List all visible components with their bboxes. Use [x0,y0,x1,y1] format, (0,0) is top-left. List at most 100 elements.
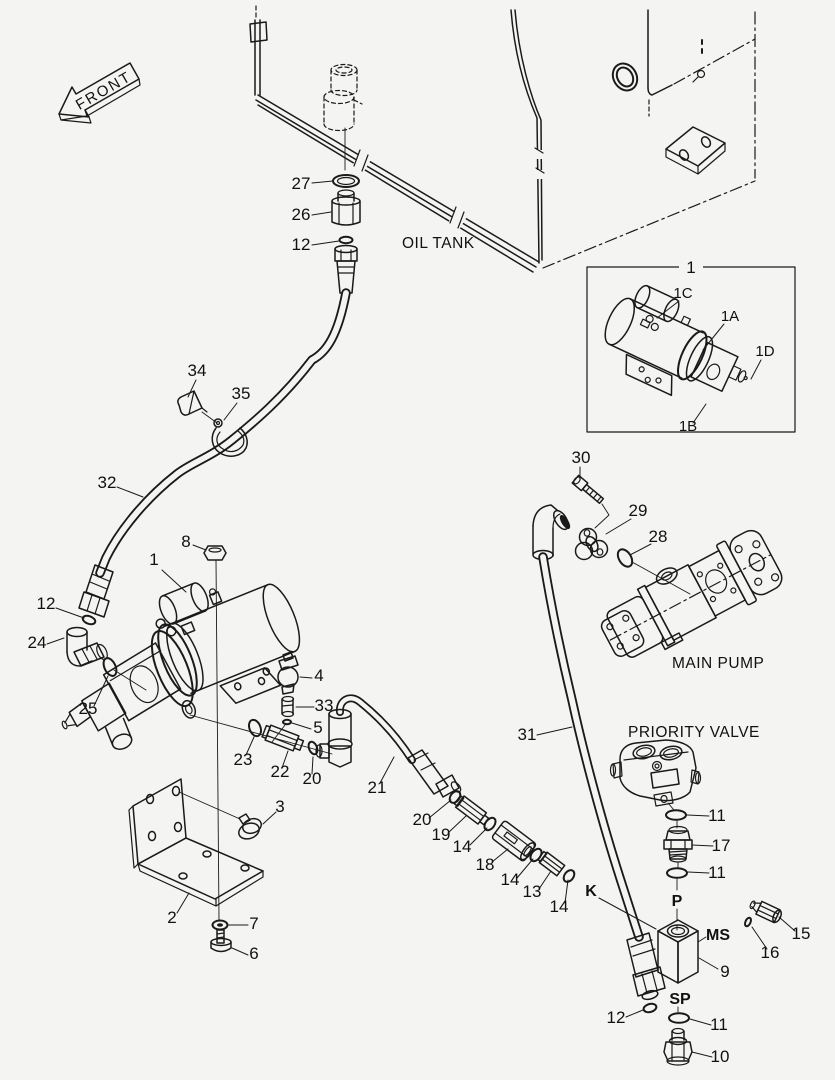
leader-line [311,180,334,184]
callout-7: 7 [249,914,258,933]
callout-8: 8 [181,532,190,551]
callout-32: 32 [98,473,117,492]
fitting-13 [537,850,566,877]
callout-1: 1 [149,550,158,569]
elbow-fitting [315,708,353,768]
plug-15 [749,900,783,924]
leader-line [55,607,85,619]
callout-35: 35 [232,384,251,403]
leader-line [656,300,680,319]
washer-7 [211,919,229,931]
oring-23 [247,718,263,738]
fitting-17 [663,825,693,863]
oring-12-left [81,614,97,626]
nipple [208,591,223,606]
leader-line [778,916,796,932]
leader-line [625,1009,644,1018]
callout-22: 22 [271,762,290,781]
oring-14 [562,869,576,883]
callout-11: 11 [708,806,726,825]
leader-line [750,359,762,380]
callout-25: 25 [79,699,98,718]
callout-3: 3 [275,797,284,816]
pin-34 [177,390,208,416]
front-direction-arrow: FRONT [58,62,141,124]
leader-line [686,814,710,817]
oring-28 [616,548,634,568]
callout-1C: 1C [673,285,692,302]
inset-title: 1 [686,258,695,277]
callout-1A: 1A [721,308,739,325]
callout-5: 5 [313,718,322,737]
oring-16 [744,916,752,928]
oring-20 [307,740,319,756]
motor-mounting-plate [219,667,282,704]
leader-line [605,518,632,535]
port-label-SP: SP [669,991,691,1008]
callout-34: 34 [188,361,207,380]
oring-12-tank [338,235,354,245]
hose-32 [78,288,351,618]
flange-29 [574,527,609,561]
oring-25 [102,657,118,677]
leader-line [697,936,707,943]
mounting-bracket-2 [128,778,264,907]
leader-line [698,957,719,970]
leader-line [428,799,452,819]
leader-line [46,637,65,645]
callout-26: 26 [292,205,311,224]
leader-line [447,815,467,834]
callout-12: 12 [37,594,56,613]
hose-32-tank-end-fitting [334,244,358,294]
oring-12-bottom [642,1002,658,1014]
callout-15: 15 [792,924,811,943]
callout-4: 4 [314,666,323,685]
relief-valve-4 [277,651,299,695]
manifold-block-9 [657,919,699,984]
leader-line [245,736,255,756]
callout-11: 11 [710,1015,728,1034]
leader-line [187,379,197,398]
leader-line [516,858,534,879]
callout-9: 9 [720,962,729,981]
assembly-axis-line [215,559,220,921]
callout-13: 13 [523,882,542,901]
leader-line [538,870,552,890]
callout-24: 24 [28,633,47,652]
callout-1D: 1D [755,343,774,360]
callout-14: 14 [453,837,472,856]
hose-32-end-nut [78,591,110,618]
callout-31: 31 [518,725,537,744]
oring-11 [665,809,687,821]
fitting-33 [281,695,295,718]
oring-27 [332,174,360,188]
callout-33: 33 [315,696,334,715]
inset-motor-pump [604,284,748,397]
callout-29: 29 [629,501,648,520]
callout-12: 12 [292,235,311,254]
end-nut [435,774,460,798]
pump-head [61,630,197,750]
inset-box: 1 [586,258,796,433]
oring-20b [448,790,462,804]
port-label-P: P [672,893,683,910]
leader-line [93,675,109,707]
fitting-22 [261,724,305,752]
elbow-fitting-top [532,504,571,561]
leader-line [689,1018,712,1026]
priority-valve [609,739,702,811]
main-pump-label: MAIN PUMP [672,655,764,672]
nut-8 [203,545,227,561]
oring-11 [668,1012,690,1024]
callout-6: 6 [249,944,258,963]
bolt-6 [210,929,232,953]
tab [180,621,196,636]
inset-solenoid [634,284,680,323]
leader-line [629,543,652,556]
leader-line [311,211,332,216]
callout-30: 30 [572,448,591,467]
port-label-MS: MS [706,927,730,944]
